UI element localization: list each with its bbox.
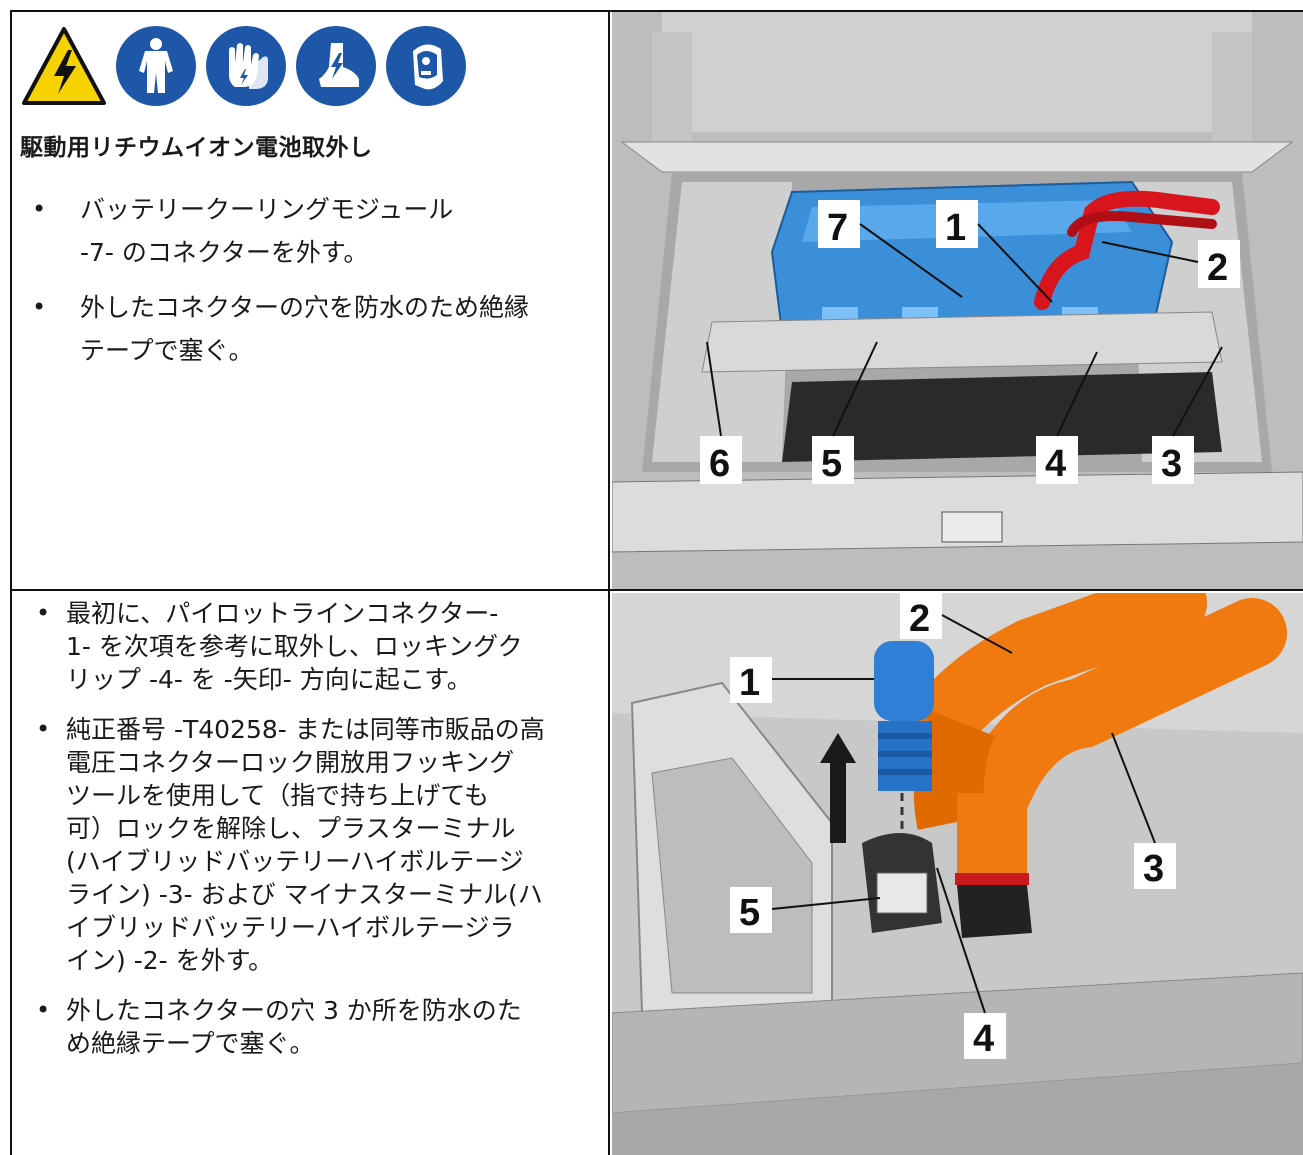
table-divider-horizontal (10, 589, 1303, 591)
callout-label: 1 (945, 207, 966, 249)
list-item: 純正番号 -T40258- または同等市販品の高 電圧コネクターロック開放用フッ… (20, 713, 605, 977)
battery-compartment-figure: 7 1 2 6 5 4 3 (612, 12, 1303, 589)
list-item: 外したコネクターの穴 3 か所を防水のた め絶縁テープで塞ぐ。 (20, 994, 605, 1060)
figure-cell-1: 7 1 2 6 5 4 3 (612, 12, 1303, 589)
safety-shoe-icon (296, 26, 376, 106)
callout-label: 7 (827, 207, 848, 249)
callout-label: 4 (1045, 443, 1066, 485)
instruction-list-1: バッテリークーリングモジュール -7- のコネクターを外す。 外したコネクターの… (20, 188, 600, 384)
callout-label: 1 (739, 662, 760, 704)
callout-label: 5 (739, 892, 760, 934)
callout-label: 3 (1143, 848, 1164, 890)
section-heading: 駆動用リチウムイオン電池取外し (20, 135, 373, 161)
table-divider-vertical (608, 10, 610, 1155)
instruction-cell-2: 最初に、パイロットラインコネクター- 1- を次項を参考に取外し、ロッキングク … (12, 591, 608, 1155)
list-item: 最初に、パイロットラインコネクター- 1- を次項を参考に取外し、ロッキングク … (20, 597, 605, 696)
safety-icon-row (22, 26, 466, 106)
instruction-list-2: 最初に、パイロットラインコネクター- 1- を次項を参考に取外し、ロッキングク … (20, 591, 605, 1077)
figure-2-callouts: 2 1 3 5 4 (730, 593, 1176, 1060)
hv-connector-figure: 2 1 3 5 4 (612, 593, 1303, 1155)
figure-1-callouts: 7 1 2 6 5 4 3 (700, 200, 1240, 485)
list-item: バッテリークーリングモジュール -7- のコネクターを外す。 (20, 188, 600, 274)
callout-label: 6 (709, 443, 730, 485)
list-item: 外したコネクターの穴を防水のため絶縁 テープで塞ぐ。 (20, 286, 600, 372)
callout-label: 4 (973, 1018, 994, 1060)
callout-label: 3 (1161, 443, 1182, 485)
callout-label: 2 (1207, 247, 1228, 289)
instruction-cell-1: 駆動用リチウムイオン電池取外し バッテリークーリングモジュール -7- のコネク… (12, 12, 608, 589)
figure-cell-2: 2 1 3 5 4 (612, 593, 1303, 1155)
document-table (10, 10, 1303, 1155)
high-voltage-warning-icon (22, 27, 106, 105)
callout-label: 5 (821, 443, 842, 485)
face-shield-icon (386, 26, 466, 106)
protective-suit-icon (116, 26, 196, 106)
callout-label: 2 (909, 598, 930, 640)
insulated-gloves-icon (206, 26, 286, 106)
